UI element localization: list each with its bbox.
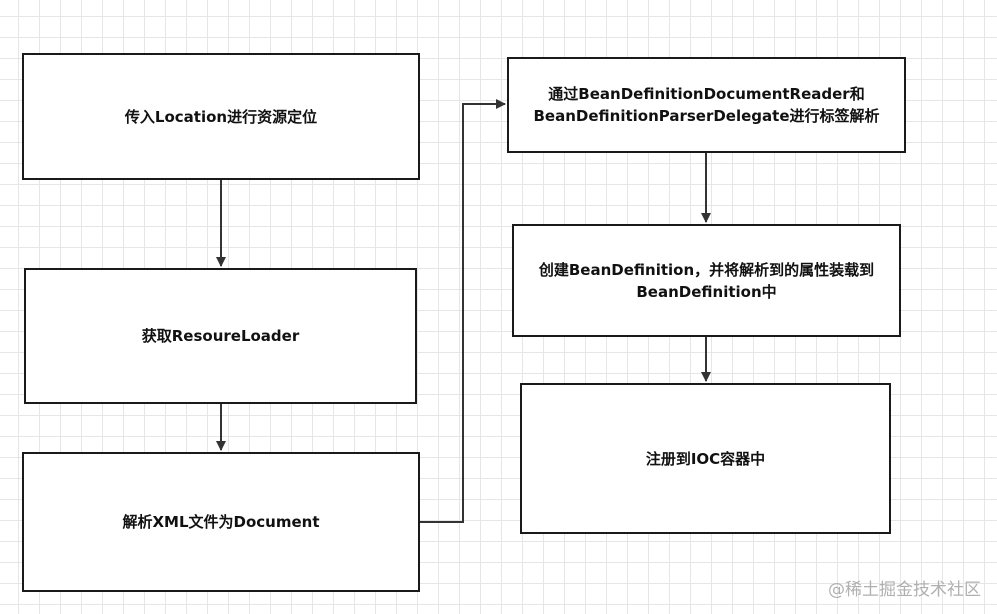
step-locate-resource[interactable]: 传入Location进行资源定位 — [22, 53, 420, 180]
step-get-resource-loader[interactable]: 获取ResoureLoader — [24, 268, 417, 404]
step-locate-resource-label: 传入Location进行资源定位 — [124, 107, 318, 126]
step-parse-xml-document[interactable]: 解析XML文件为Document — [22, 452, 420, 592]
step-parse-tags-label: 通过BeanDefinitionDocumentReader和 BeanDefi… — [533, 85, 880, 125]
step-get-resource-loader-label: 获取ResoureLoader — [141, 327, 300, 345]
step-parse-xml-document-label: 解析XML文件为Document — [122, 513, 320, 531]
step-register-ioc[interactable]: 注册到IOC容器中 — [520, 383, 891, 534]
step-create-bean-definition[interactable]: 创建BeanDefinition，并将解析到的属性装载到 BeanDefinit… — [512, 224, 901, 337]
step-create-bean-definition-label: 创建BeanDefinition，并将解析到的属性装载到 BeanDefinit… — [538, 260, 875, 301]
step-register-ioc-label: 注册到IOC容器中 — [645, 449, 766, 468]
step-parse-tags[interactable]: 通过BeanDefinitionDocumentReader和 BeanDefi… — [507, 57, 906, 153]
watermark: @稀土掘金技术社区 — [828, 580, 981, 600]
arrow-parse-to-reader — [420, 99, 506, 523]
